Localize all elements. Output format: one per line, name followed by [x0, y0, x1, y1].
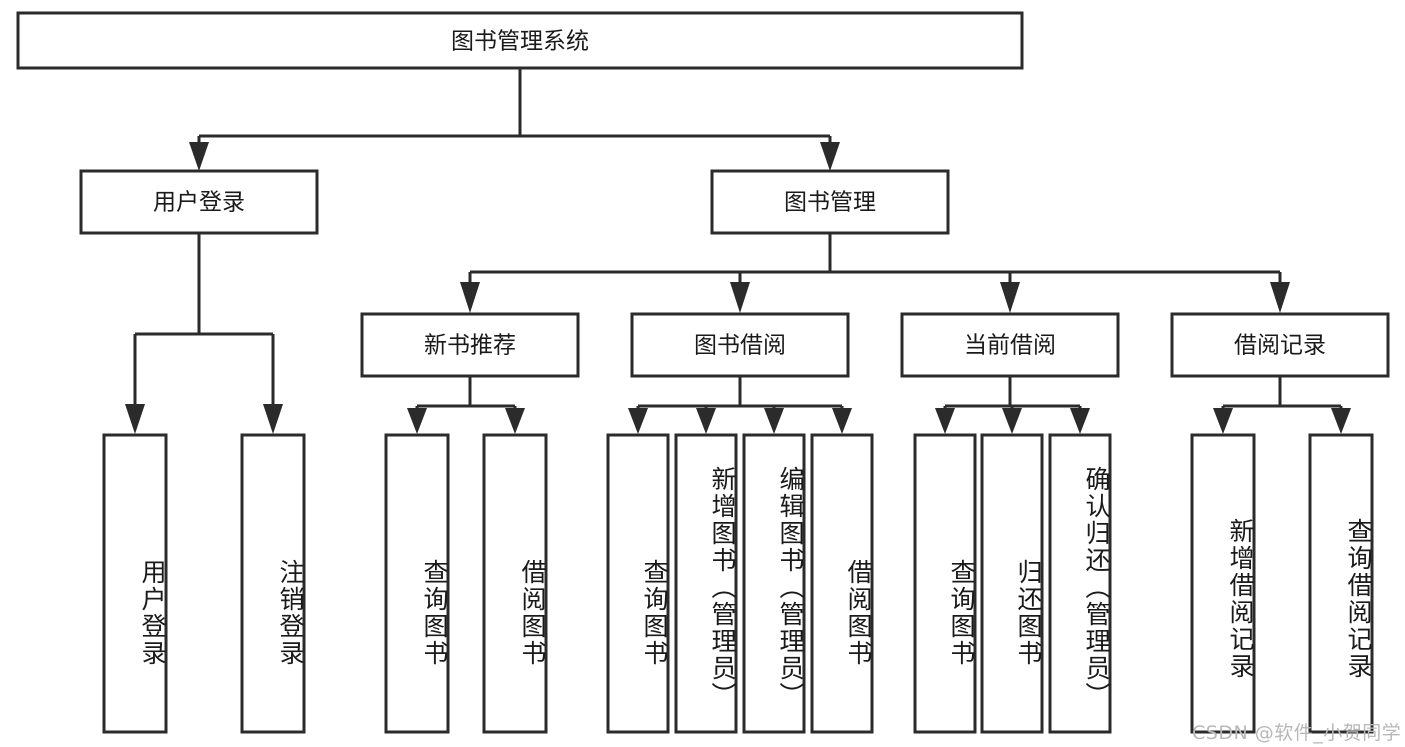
arrow-head-leaf-add-book [696, 408, 716, 434]
arrow-head-leaf-edit-book [764, 408, 784, 434]
connector-group-root-to-level2 [189, 68, 840, 171]
node-book-borrow-box[interactable] [630, 312, 850, 378]
arrow-head-leaf-add-record [1213, 408, 1233, 434]
arrow-head-leaf-query-book-2 [628, 408, 648, 434]
leaf-box-query-book-2[interactable] [606, 433, 670, 734]
node-borrow-record[interactable]: 借阅记录 [1170, 312, 1390, 378]
arrow-head-leaf-borrow-book-2 [832, 408, 852, 434]
arrow-head-leaf-query-book-3 [935, 408, 955, 434]
csdn-watermark: CSDN @软件_小贺同学 [1192, 722, 1402, 744]
leaf-box-confirm-return[interactable] [1048, 433, 1112, 734]
leaf-box-query-book-3[interactable] [913, 433, 977, 734]
arrow-head-borrow-record [1270, 282, 1290, 313]
node-book-borrow[interactable]: 图书借阅 [630, 312, 850, 378]
node-user-login-label: 用户登录 [153, 190, 245, 216]
connector-group-book-manage-to-level3 [460, 233, 1290, 313]
node-new-book-recommend-label: 新书推荐 [424, 333, 516, 359]
node-book-borrow-label: 图书借阅 [694, 333, 786, 359]
node-user-login-box[interactable] [79, 169, 319, 235]
connector-group-new-book-recommend-to-leaves [407, 376, 525, 434]
connector-group-borrow-record-to-leaves [1213, 376, 1351, 434]
arrow-head-new-book-recommend [460, 282, 480, 313]
arrow-head-current-borrow [1000, 282, 1020, 313]
leaf-node-group [102, 433, 1374, 734]
node-book-manage[interactable]: 图书管理 [710, 169, 950, 235]
leaf-box-logout[interactable] [240, 433, 306, 734]
leaf-box-user-login[interactable] [102, 433, 168, 734]
node-user-login[interactable]: 用户登录 [79, 169, 319, 235]
leaf-box-add-book[interactable] [674, 433, 738, 734]
node-current-borrow-box[interactable] [900, 312, 1120, 378]
arrow-head-leaf-logout [263, 404, 283, 434]
leaf-box-add-record[interactable] [1190, 433, 1256, 734]
arrow-head-leaf-confirm-return [1070, 408, 1090, 434]
arrow-head-leaf-query-record [1331, 408, 1351, 434]
leaf-box-return-book[interactable] [980, 433, 1044, 734]
node-root-box[interactable] [16, 11, 1024, 70]
node-current-borrow-label: 当前借阅 [964, 333, 1056, 359]
arrow-head-leaf-user-login [125, 404, 145, 434]
arrow-head-book-manage [820, 142, 840, 171]
node-current-borrow[interactable]: 当前借阅 [900, 312, 1120, 378]
arrow-head-leaf-borrow-book-1 [505, 408, 525, 434]
node-borrow-record-label: 借阅记录 [1234, 333, 1326, 359]
node-new-book-recommend-box[interactable] [360, 312, 580, 378]
node-root[interactable]: 图书管理系统 [16, 11, 1024, 70]
arrow-head-leaf-query-book-1 [407, 408, 427, 434]
connector-group-current-borrow-to-leaves [935, 376, 1090, 434]
node-borrow-record-box[interactable] [1170, 312, 1390, 378]
node-book-manage-label: 图书管理 [784, 190, 876, 216]
leaf-box-borrow-book-1[interactable] [482, 433, 548, 734]
node-new-book-recommend[interactable]: 新书推荐 [360, 312, 580, 378]
connector-group-book-borrow-to-leaves [628, 376, 852, 434]
leaf-box-edit-book[interactable] [742, 433, 806, 734]
arrow-head-book-borrow [730, 282, 750, 313]
leaf-box-query-record[interactable] [1308, 433, 1374, 734]
connector-group-user-login-to-leaves [125, 233, 283, 434]
node-book-manage-box[interactable] [710, 169, 950, 235]
leaf-box-query-book-1[interactable] [384, 433, 450, 734]
arrow-head-leaf-return-book [1002, 408, 1022, 434]
arrow-head-user-login [189, 142, 209, 171]
node-root-label: 图书管理系统 [451, 29, 589, 55]
leaf-box-borrow-book-2[interactable] [810, 433, 874, 734]
